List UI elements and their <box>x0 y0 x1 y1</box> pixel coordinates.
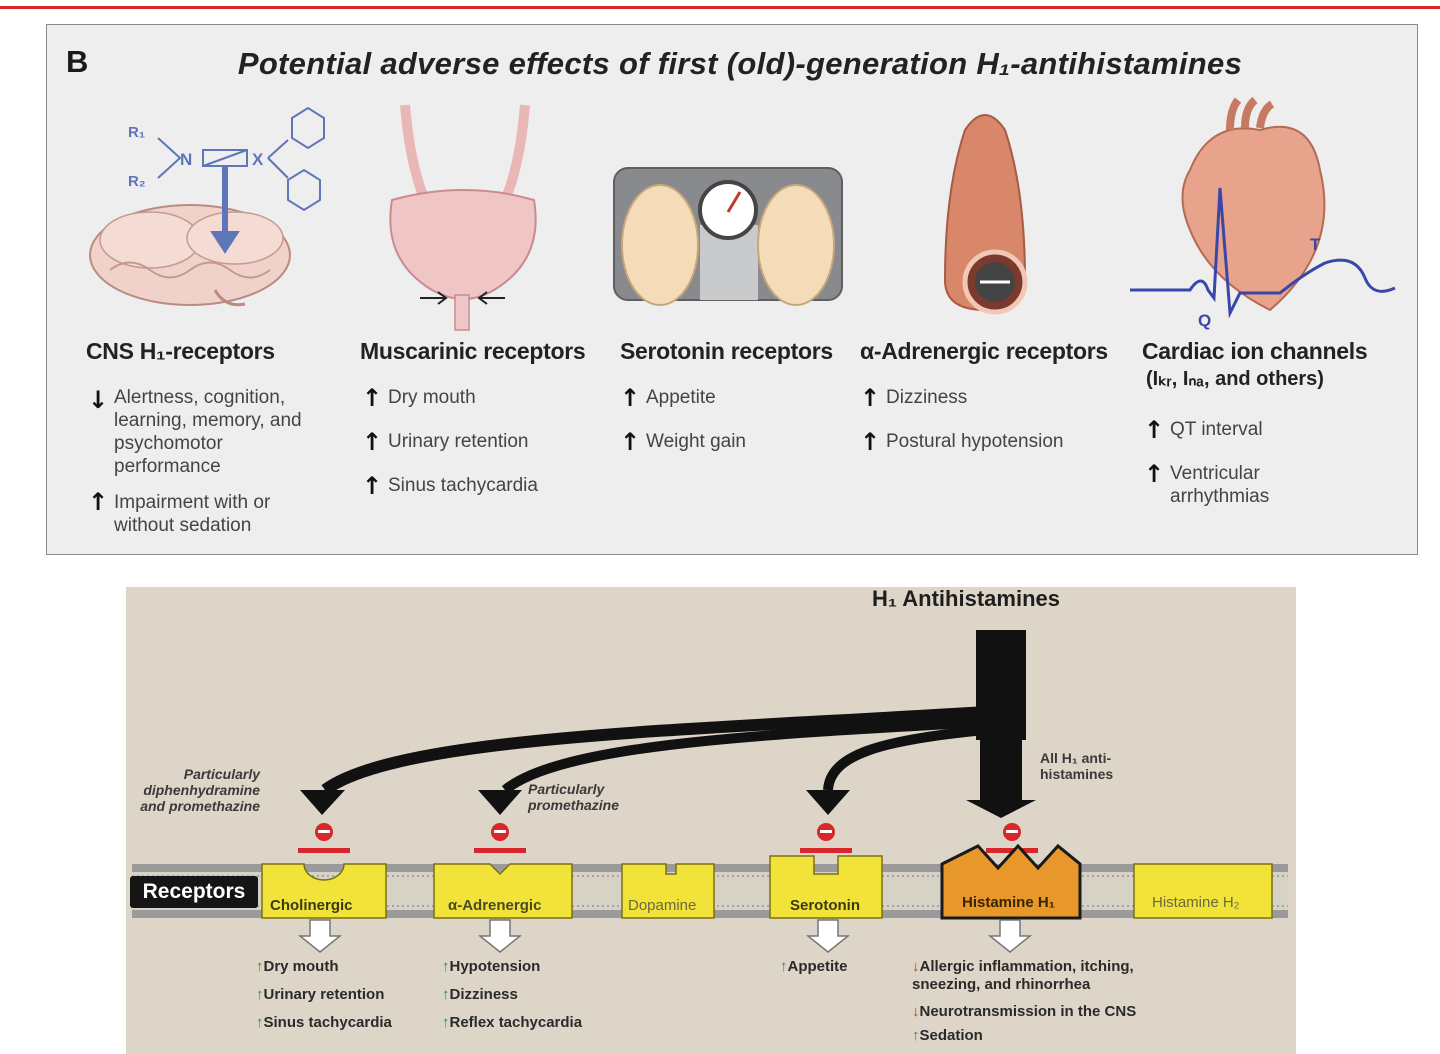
receptor-adrenergic <box>433 863 573 919</box>
effect-cns-1: Alertness, cognition, learning, memory, … <box>114 387 302 477</box>
arrow-up-icon: ↑ <box>256 958 264 975</box>
label-adrenergic: α-Adrenergic <box>448 897 542 914</box>
effect-adrenergic-2: Postural hypotension <box>886 431 1064 452</box>
arrow-up-icon: ↑ <box>362 384 383 412</box>
molecule-n-label: N <box>180 150 192 169</box>
arrow-up-icon: ↑ <box>860 428 881 456</box>
receptor-dopamine <box>621 863 715 919</box>
scale-feet-icon <box>613 167 843 306</box>
arrow-down-icon: ↓ <box>88 386 109 414</box>
lower-effect-cholinergic-1: ↑Dry mouth <box>256 958 339 975</box>
effect-cns-2: Impairment with or without sedation <box>114 492 271 536</box>
lower-effect-histamine-2: ↓Neurotransmission in the CNS <box>912 1003 1137 1020</box>
panel-illustrations: R₁ R₂ N X Q T <box>89 96 1396 331</box>
label-cholinergic: Cholinergic <box>270 897 353 914</box>
arrow-up-icon: ↑ <box>860 384 881 412</box>
top-rule <box>0 6 1440 9</box>
lower-effect-cholinergic-2: ↑Urinary retention <box>256 986 385 1003</box>
col-title-cardiac: Cardiac ion channels <box>1142 338 1368 364</box>
effect-muscarinic-2: Urinary retention <box>388 431 529 452</box>
arrow-up-icon: ↑ <box>442 986 450 1003</box>
col-title-cns: CNS H₁-receptors <box>86 338 275 364</box>
panel-title: Potential adverse effects of first (old)… <box>237 46 1243 81</box>
arrow-up-icon: ↑ <box>1144 416 1165 444</box>
note-promethazine: Particularly promethazine <box>528 781 620 813</box>
lower-effect-adrenergic-1: ↑Hypotension <box>442 958 541 975</box>
arrow-up-icon: ↑ <box>256 1014 264 1031</box>
note-all-h1: All H₁ anti-histamines <box>1040 750 1114 782</box>
col-subtitle-cardiac: (Iₖᵣ, Iₙₐ, and others) <box>1146 368 1324 390</box>
receptor-diagram <box>126 587 1296 1054</box>
inhibit-icons <box>298 823 1038 853</box>
arrow-down-icon: ↓ <box>912 1003 920 1020</box>
arrow-up-icon: ↑ <box>620 384 641 412</box>
effect-muscarinic-1: Dry mouth <box>388 387 476 408</box>
ecg-t-label: T <box>1310 235 1321 254</box>
arrow-up-icon: ↑ <box>362 472 383 500</box>
receptor-histamine-h2 <box>1133 863 1273 919</box>
effect-serotonin-2: Weight gain <box>646 431 746 452</box>
molecule-x-label: X <box>252 150 264 169</box>
arrow-up-icon: ↑ <box>442 1014 450 1031</box>
antihistamines-title: H₁ Antihistamines <box>872 586 1060 611</box>
label-serotonin: Serotonin <box>790 897 860 914</box>
blood-vessel-icon <box>943 114 1028 315</box>
arrow-up-icon: ↑ <box>362 428 383 456</box>
arrow-path-serotonin <box>823 725 986 791</box>
brain-icon <box>89 204 291 307</box>
molecule-r2-label: R₂ <box>128 173 146 190</box>
arrow-up-icon: ↑ <box>88 488 109 516</box>
arrow-down-icon: ↓ <box>912 958 920 975</box>
lower-effect-adrenergic-3: ↑Reflex tachycardia <box>442 1014 583 1031</box>
lower-effect-histamine-1: ↓Allergic inflammation, itching, sneezin… <box>912 958 1134 993</box>
label-dopamine: Dopamine <box>628 897 697 914</box>
arrow-up-icon: ↑ <box>912 1027 920 1044</box>
effect-serotonin-1: Appetite <box>646 387 716 408</box>
col-title-muscarinic: Muscarinic receptors <box>360 338 586 364</box>
col-title-serotonin: Serotonin receptors <box>620 338 833 364</box>
lower-effect-cholinergic-3: ↑Sinus tachycardia <box>256 1014 392 1031</box>
arrow-up-icon: ↑ <box>620 428 641 456</box>
molecule-r1-label: R₁ <box>128 124 145 141</box>
effect-adrenergic-1: Dizziness <box>886 387 968 408</box>
arrow-up-icon: ↑ <box>256 986 264 1003</box>
label-histamine-h2: Histamine H₂ <box>1152 894 1240 911</box>
receptor-histamine-h1 <box>940 843 1082 920</box>
lower-effect-histamine-3: ↑Sedation <box>912 1027 983 1044</box>
bladder-icon <box>389 104 537 331</box>
ecg-q-label: Q <box>1198 311 1211 330</box>
arrow-up-icon: ↑ <box>442 958 450 975</box>
molecule-icon <box>157 106 325 254</box>
receptor-serotonin <box>769 855 883 919</box>
effect-arrows <box>297 919 1033 953</box>
note-diphenhydramine: Particularly diphenhydramine and prometh… <box>140 766 260 814</box>
effect-cardiac-2: Ventricular arrhythmias <box>1170 463 1270 507</box>
arrow-path-cholinergic <box>321 706 986 795</box>
receptors-tag: Receptors <box>130 876 258 908</box>
effect-muscarinic-3: Sinus tachycardia <box>388 475 538 496</box>
col-title-adrenergic: α-Adrenergic receptors <box>860 338 1108 364</box>
effect-cardiac-1: QT interval <box>1170 419 1263 440</box>
arrow-up-icon: ↑ <box>780 958 788 975</box>
arrow-up-icon: ↑ <box>1144 460 1165 488</box>
panel-letter: B <box>66 44 89 79</box>
label-histamine-h1: Histamine H₁ <box>962 894 1055 911</box>
heart-ecg-icon <box>1130 96 1396 319</box>
lower-effect-adrenergic-2: ↑Dizziness <box>442 986 518 1003</box>
arrow-histamine <box>966 738 1036 818</box>
receptor-cholinergic <box>261 863 387 919</box>
arrow-path-adrenergic <box>501 717 986 794</box>
lower-effect-serotonin-1: ↑Appetite <box>780 958 848 975</box>
